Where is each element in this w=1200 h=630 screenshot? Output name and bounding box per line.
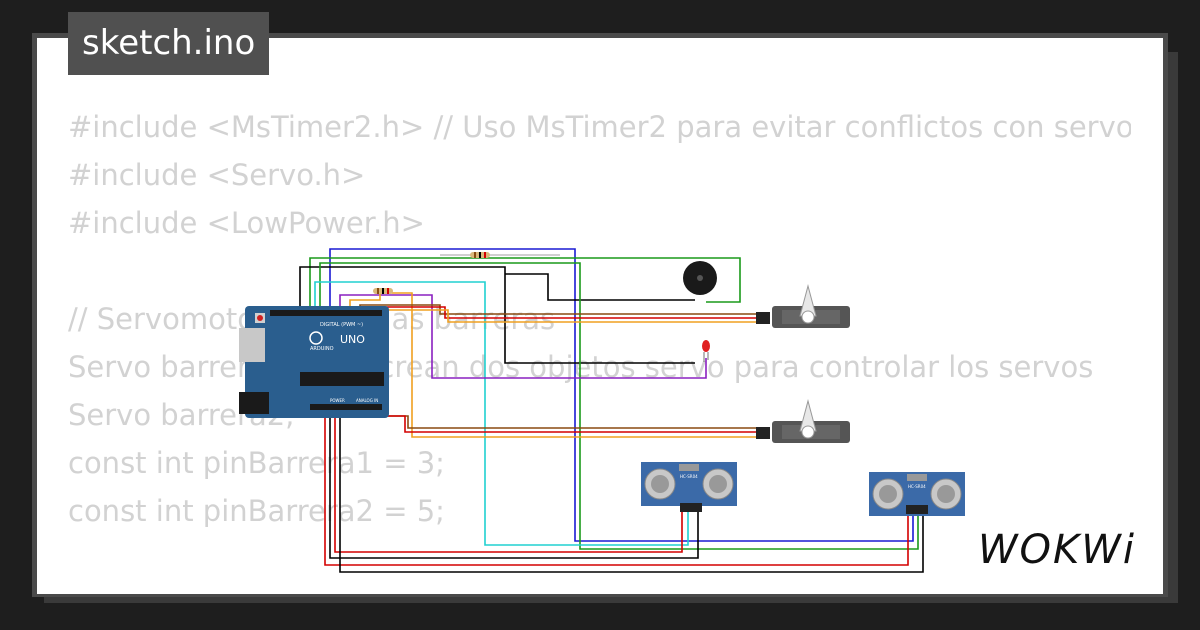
ultrasonic-sensor-1[interactable]: HC-SR04 — [641, 462, 737, 512]
wire-red — [334, 414, 683, 553]
wire-brown — [380, 415, 756, 429]
sensor-label: HC-SR04 — [908, 484, 926, 489]
board-brand-label: ARDUINO — [310, 346, 334, 352]
resistor-1[interactable] — [470, 252, 490, 258]
wire-red — [385, 415, 756, 433]
wire-red — [324, 414, 909, 566]
header-analog-label: ANALOG IN — [356, 398, 378, 403]
reset-button[interactable] — [257, 315, 263, 321]
resistor-2[interactable] — [373, 288, 393, 294]
wire-cyan — [314, 281, 689, 546]
file-tab[interactable]: sketch.ino — [68, 12, 270, 75]
wire-black — [339, 414, 924, 573]
code-line: const int pinBarrera2 = 5; — [68, 494, 445, 528]
frame-shadow-right — [1168, 52, 1178, 600]
board-model-label: UNO — [340, 333, 365, 346]
code-line: const int pinBarrera1 = 3; — [68, 446, 445, 480]
wire-red — [364, 306, 756, 319]
arduino-logo-icon — [309, 331, 323, 345]
arduino-uno-board[interactable]: DIGITAL (PWM ~) UNO ARDUINO POWER ANALOG… — [239, 306, 389, 418]
wire-green — [309, 257, 741, 314]
power-analog-header — [310, 404, 382, 410]
digital-header — [270, 310, 382, 316]
microcontroller-chip — [300, 372, 384, 386]
wire-black — [329, 414, 699, 559]
wire-black — [299, 266, 695, 364]
led-red[interactable] — [702, 340, 710, 362]
frame-shadow-bottom — [44, 597, 1178, 603]
wire-orange — [369, 309, 756, 323]
ultrasonic-sensor-2[interactable]: HC-SR04 — [869, 472, 965, 516]
header-digital-label: DIGITAL (PWM ~) — [320, 322, 363, 328]
wire-purple — [339, 294, 707, 379]
servo-motor-1[interactable] — [756, 284, 850, 328]
usb-port — [239, 328, 265, 362]
code-line: // ... — [68, 583, 1131, 594]
code-line: #include <Servo.h> — [68, 158, 366, 192]
wire-blue — [329, 248, 914, 542]
buzzer[interactable] — [683, 261, 717, 295]
wires — [299, 248, 924, 573]
sensor-label: HC-SR04 — [680, 474, 698, 479]
wire-black — [505, 273, 695, 301]
power-jack — [239, 392, 269, 414]
wokwi-logo: WOKWi — [978, 527, 1136, 573]
wire-green — [319, 262, 919, 550]
code-line: #include <LowPower.h> — [68, 206, 425, 240]
header-power-label: POWER — [330, 398, 345, 403]
code-line: #include <MsTimer2.h> // Uso MsTimer2 pa… — [68, 110, 1131, 144]
code-panel: #include <MsTimer2.h> // Uso MsTimer2 pa… — [37, 38, 1163, 594]
servo-motor-2[interactable] — [756, 399, 850, 443]
